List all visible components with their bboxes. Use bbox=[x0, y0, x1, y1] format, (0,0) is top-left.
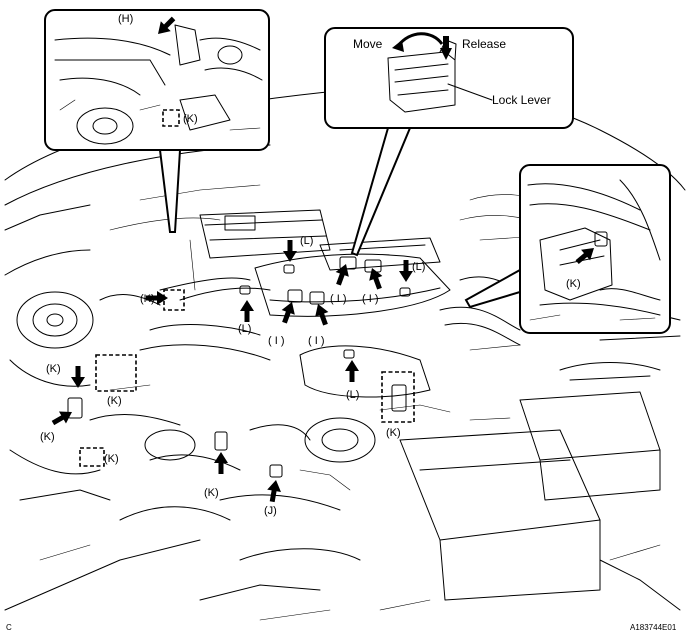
label-l-right: (L) bbox=[412, 261, 425, 273]
label-k-right-mid: (K) bbox=[386, 427, 401, 439]
label-k-left-mid: (K) bbox=[107, 395, 122, 407]
clamp-box-right-mid bbox=[381, 371, 415, 423]
part-labels: (H) (K) (L) (L) ( I ) ( I ) (K) (L) ( I … bbox=[40, 13, 581, 517]
label-k-left-bottom: (K) bbox=[104, 453, 119, 465]
inset-upper-left bbox=[44, 9, 270, 233]
label-k-left-low: (K) bbox=[40, 431, 55, 443]
label-k-bottom: (K) bbox=[204, 487, 219, 499]
move-label: Move bbox=[353, 37, 383, 51]
connectors bbox=[67, 256, 411, 478]
lock-lever-label: Lock Lever bbox=[492, 93, 551, 107]
clamp-box-left-mid bbox=[95, 354, 137, 392]
engine-linework bbox=[4, 87, 686, 621]
label-k-inset-upper-left: (K) bbox=[183, 113, 198, 125]
label-i-lower-left: ( I ) bbox=[268, 335, 285, 347]
label-j: (J) bbox=[264, 505, 277, 517]
inset-lock-lever: Move Release Lock Lever bbox=[324, 27, 574, 257]
clamp-markers bbox=[79, 289, 415, 467]
release-label: Release bbox=[462, 37, 506, 51]
clamp-box-left-low bbox=[79, 447, 105, 467]
label-k-left-top: (K) bbox=[46, 363, 61, 375]
label-i-lower-right: ( I ) bbox=[308, 335, 325, 347]
label-l-top: (L) bbox=[300, 235, 313, 247]
inset-right bbox=[464, 164, 671, 334]
label-l-left: (L) bbox=[238, 323, 251, 335]
inset-leader-right bbox=[464, 268, 521, 309]
label-k-inset-right: (K) bbox=[566, 278, 581, 290]
label-h: (H) bbox=[118, 13, 133, 25]
clamp-box-upper-left bbox=[163, 289, 185, 311]
figure-code: A183744E01 bbox=[630, 623, 677, 632]
clamp-box-inset-upper-left bbox=[162, 109, 180, 127]
inset-leader-lock-lever bbox=[350, 127, 412, 257]
label-i-upper-right: ( I ) bbox=[362, 293, 379, 305]
label-l-center: (L) bbox=[346, 389, 359, 401]
label-k-upper-left: (K) bbox=[140, 293, 155, 305]
corner-letter: C bbox=[6, 623, 12, 632]
label-i-upper-left: ( I ) bbox=[330, 293, 347, 305]
pointer-arrows bbox=[51, 16, 594, 503]
